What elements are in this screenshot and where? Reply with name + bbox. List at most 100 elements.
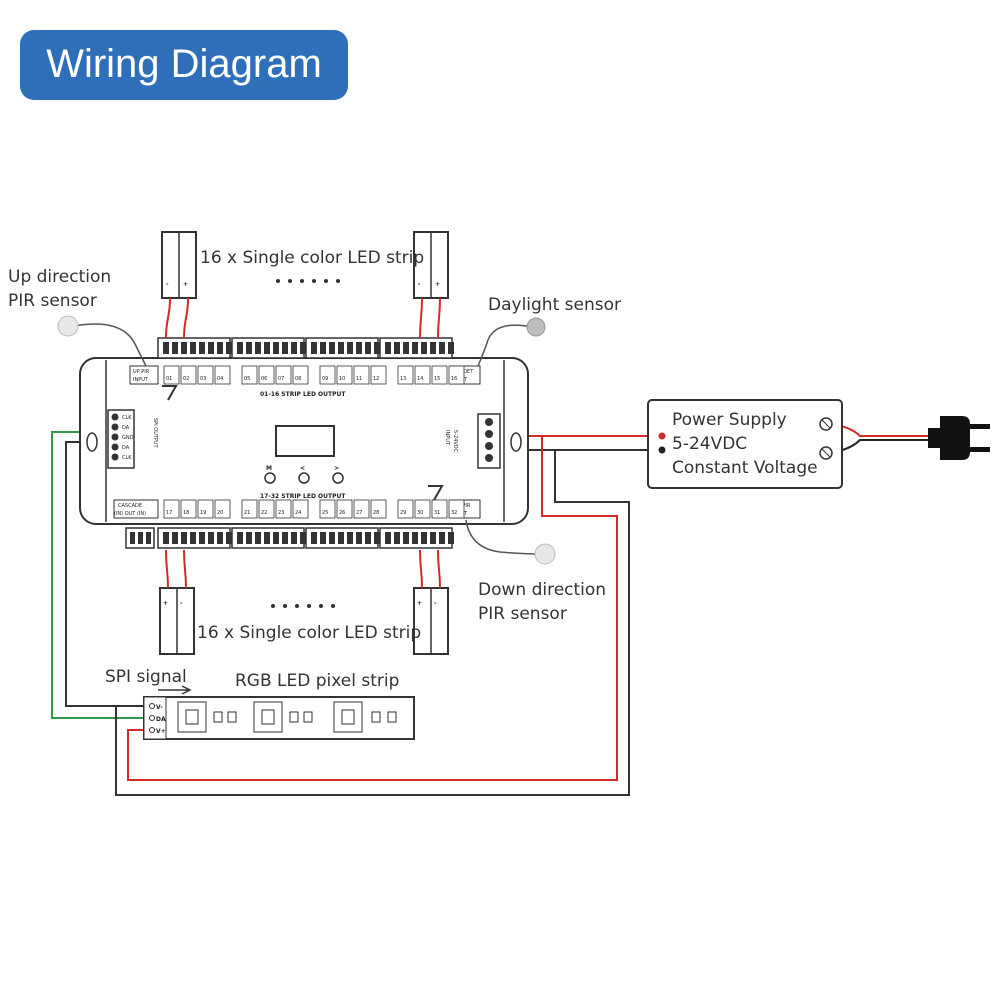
- top-screw: [394, 342, 400, 354]
- bottom-screw: [403, 532, 409, 544]
- daylight-sensor-icon: [526, 317, 546, 337]
- spi-screw: [111, 433, 119, 441]
- channel-label: 04: [217, 376, 223, 382]
- down-pir-sensor-icon: [534, 543, 556, 565]
- channel-cell: [258, 499, 275, 519]
- rgb-pixel-strip: V- DA V+: [143, 696, 415, 740]
- spi-screw: [111, 453, 119, 461]
- cascade-box: [113, 499, 159, 519]
- power-supply-label-3: Constant Voltage: [672, 458, 818, 478]
- bottom-screw: [300, 532, 306, 544]
- top-screw: [273, 342, 279, 354]
- top-screw: [172, 342, 178, 354]
- bottom-screw: [237, 532, 243, 544]
- mains-plug-icon: [928, 416, 990, 460]
- channel-label: 01: [166, 376, 172, 382]
- bottom-screw: [226, 532, 232, 544]
- top-screw: [347, 342, 353, 354]
- bottom-screw: [338, 532, 344, 544]
- top-screw: [226, 342, 232, 354]
- spi-pin-label: DA: [122, 425, 130, 431]
- channel-label: 14: [417, 376, 423, 382]
- up-pir-input-box: [129, 365, 159, 385]
- top-terminal-blocks: [157, 337, 454, 359]
- channel-cell: [431, 499, 448, 519]
- channel-label: 29: [400, 510, 406, 516]
- top-screw: [217, 342, 223, 354]
- up-pir-label-2: PIR sensor: [8, 291, 97, 311]
- channel-label: 08: [295, 376, 301, 382]
- bottom-screw: [282, 532, 288, 544]
- strip-terminal-minus-3: -: [180, 600, 183, 607]
- bottom-screw: [246, 532, 252, 544]
- channel-cell: [448, 499, 465, 519]
- strip-positive-wire: [127, 436, 618, 781]
- channel-label: 23: [278, 510, 284, 516]
- daylight-sensor: [477, 317, 546, 367]
- channel-label: 31: [434, 510, 440, 516]
- top-screw: [264, 342, 270, 354]
- pixel-resistor: [213, 711, 223, 723]
- channel-cell: [370, 365, 387, 385]
- channel-cell: [214, 365, 231, 385]
- power-supply-label-1: Power Supply: [672, 410, 787, 430]
- top-screw: [320, 342, 326, 354]
- pixel-led-core: [261, 709, 275, 725]
- spi-pin-label: CLK: [122, 455, 132, 461]
- top-screw: [430, 342, 436, 354]
- bottom-screw: [199, 532, 205, 544]
- top-screw: [356, 342, 362, 354]
- bottom-screw: [130, 532, 135, 544]
- up-pir-input-label-1: UP PIR: [133, 369, 150, 375]
- bottom-screw: [172, 532, 178, 544]
- up-pir-sensor: [57, 315, 147, 367]
- bottom-terminal-blocks: [125, 527, 454, 549]
- pixel-resistor: [303, 711, 313, 723]
- bottom-screw: [255, 532, 261, 544]
- daylight-sensor-label: Daylight sensor: [488, 295, 621, 315]
- strip-terminal-plus-4: +: [417, 600, 422, 607]
- bottom-led-strip-left: + -: [159, 549, 195, 655]
- top-screw: [329, 342, 335, 354]
- bottom-screw: [146, 532, 151, 544]
- channel-cell: [414, 499, 431, 519]
- power-screw: [485, 442, 493, 450]
- top-screw: [255, 342, 261, 354]
- power-supply: Power Supply 5-24VDC Constant Voltage: [647, 399, 843, 489]
- channel-label: 28: [373, 510, 379, 516]
- bottom-screw: [181, 532, 187, 544]
- channel-cell: [431, 365, 448, 385]
- bottom-screw: [347, 532, 353, 544]
- down-pir-sensor: [465, 519, 556, 565]
- ps-negative-dot: [658, 446, 666, 454]
- channel-label: 15: [434, 376, 440, 382]
- button-label-prev: <: [300, 465, 305, 472]
- down-pir-label-1: Down direction: [478, 580, 606, 600]
- channel-label: 30: [417, 510, 423, 516]
- button-next[interactable]: [332, 472, 344, 484]
- channel-cell: [163, 499, 180, 519]
- channel-cell: [370, 499, 387, 519]
- strip-terminal-plus-2: +: [435, 281, 440, 288]
- channel-label: 02: [183, 376, 189, 382]
- button-prev[interactable]: [298, 472, 310, 484]
- spi-pin-label: CLK: [122, 415, 132, 421]
- button-m[interactable]: [264, 472, 276, 484]
- top-screw: [282, 342, 288, 354]
- channel-cell: [180, 499, 197, 519]
- channel-label: 18: [183, 510, 189, 516]
- channel-cell: [258, 365, 275, 385]
- bottom-screw: [412, 532, 418, 544]
- spi-output-label: SPI OUTPUT: [152, 418, 158, 449]
- spi-arrow: [158, 685, 192, 695]
- top-screw: [246, 342, 252, 354]
- channel-label: 10: [339, 376, 345, 382]
- strip-negative-wire: [115, 450, 630, 796]
- bottom-screw: [190, 532, 196, 544]
- mains-wire-red: [828, 423, 930, 437]
- bottom-screw: [311, 532, 317, 544]
- bottom-led-strip-right: + -: [413, 549, 449, 655]
- mount-hole-left: [86, 432, 98, 452]
